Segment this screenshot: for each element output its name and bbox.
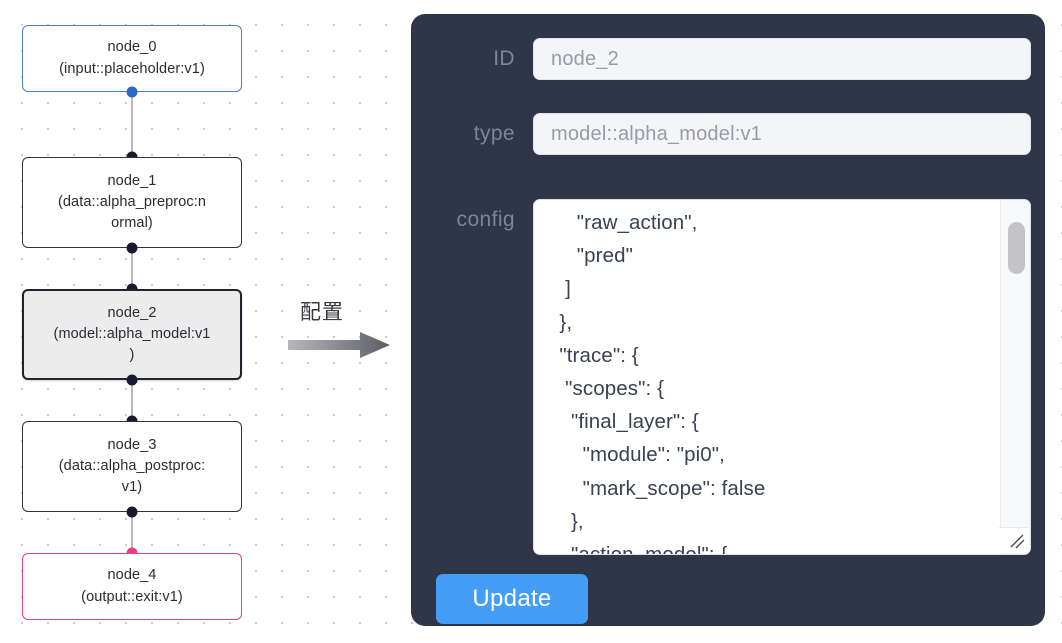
id-field-label: ID: [493, 47, 515, 70]
edge-node1-node2: [131, 248, 133, 290]
graph-node-label: node_3 (data::alpha_postproc: v1): [58, 436, 206, 495]
graph-node-label: node_1 (data::alpha_preproc:n ormal): [57, 172, 207, 231]
config-scrollbar[interactable]: [1000, 200, 1030, 554]
config-field-label: config: [456, 208, 515, 231]
node-config-panel: ID node_2 type model::alpha_model:v1 con…: [411, 14, 1045, 626]
config-scrollbar-thumb[interactable]: [1008, 222, 1025, 274]
type-field-label: type: [473, 122, 515, 145]
graph-node-node_2[interactable]: node_2 (model::alpha_model:v1 ): [22, 289, 242, 380]
transition-arrow-group: 配置: [288, 296, 398, 358]
type-field-row: type model::alpha_model:v1: [411, 113, 1045, 155]
graph-node-label: node_0 (input::placeholder:v1): [59, 39, 205, 77]
resize-handle-icon[interactable]: [999, 527, 1029, 553]
edge-node0-node1: [131, 92, 133, 158]
graph-node-label: node_2 (model::alpha_model:v1 ): [53, 304, 211, 363]
type-input[interactable]: model::alpha_model:v1: [533, 113, 1031, 155]
config-textarea[interactable]: "raw_action", "pred" ] }, "trace": { "sc…: [559, 211, 766, 554]
graph-node-node_4[interactable]: node_4 (output::exit:v1): [22, 553, 242, 620]
config-textarea-wrapper[interactable]: "raw_action", "pred" ] }, "trace": { "sc…: [533, 199, 1031, 555]
update-button[interactable]: Update: [436, 574, 588, 624]
node-graph-canvas[interactable]: node_0 (input::placeholder:v1) node_1 (d…: [0, 0, 400, 643]
graph-node-label: node_4 (output::exit:v1): [81, 567, 183, 605]
node_1-output-port[interactable]: [126, 242, 138, 254]
id-field-row: ID node_2: [411, 38, 1045, 80]
node_2-output-port[interactable]: [126, 374, 138, 386]
graph-node-node_1[interactable]: node_1 (data::alpha_preproc:n ormal): [22, 157, 242, 248]
graph-node-node_3[interactable]: node_3 (data::alpha_postproc: v1): [22, 421, 242, 512]
node_0-output-port[interactable]: [126, 86, 138, 98]
config-field-row: config "raw_action", "pred" ] }, "trace"…: [411, 199, 1045, 555]
node_3-output-port[interactable]: [126, 506, 138, 518]
id-input[interactable]: node_2: [533, 38, 1031, 80]
edge-node3-node4: [131, 512, 133, 554]
right-arrow-icon: [288, 332, 390, 363]
arrow-caption: 配置: [300, 301, 344, 324]
edge-node2-node3: [131, 380, 133, 422]
graph-node-node_0[interactable]: node_0 (input::placeholder:v1): [22, 25, 242, 92]
